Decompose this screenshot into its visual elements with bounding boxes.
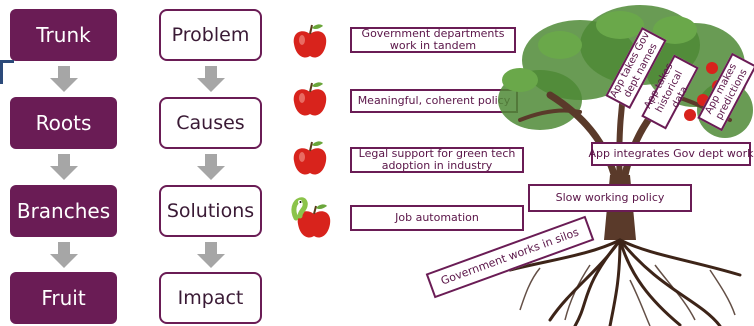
accent-line — [0, 60, 14, 63]
accent-line — [0, 60, 3, 84]
fruit-text-2: Meaningful, coherent policy — [357, 94, 511, 107]
fruit-text-1: Government departments work in tandem — [361, 27, 505, 52]
causes-box: Causes — [159, 97, 262, 149]
branches-box: Branches — [10, 185, 117, 237]
roots-label: Roots — [35, 111, 92, 135]
problem-label: Problem — [171, 24, 250, 46]
down-arrow-icon — [197, 154, 225, 180]
down-arrow-icon — [197, 242, 225, 268]
problem-box: Problem — [159, 9, 262, 61]
causes-label: Causes — [176, 112, 245, 134]
apple-icon — [293, 82, 327, 116]
tree-label-trunk-top: App integrates Gov dept work — [588, 142, 754, 166]
trunk-label: Trunk — [36, 23, 91, 47]
impact-label: Impact — [177, 287, 244, 309]
fruit-text-3: Legal support for green tech adoption in… — [358, 147, 516, 172]
fruit-box: Fruit — [10, 272, 117, 324]
fruit-label: Fruit — [41, 286, 86, 310]
fruit-text-4: Job automation — [395, 211, 479, 224]
tree-label-trunk-problem: Slow working policy — [528, 184, 692, 212]
branches-label: Branches — [16, 199, 111, 223]
solutions-label: Solutions — [166, 200, 255, 222]
wormy-apple-icon — [291, 197, 331, 238]
apple-icon — [293, 24, 327, 58]
fruit-label-2: Meaningful, coherent policy — [350, 89, 518, 113]
down-arrow-icon — [50, 154, 78, 180]
tree-text-trunk-problem: Slow working policy — [555, 191, 665, 204]
fruit-label-3: Legal support for green tech adoption in… — [350, 147, 524, 173]
down-arrow-icon — [50, 66, 78, 92]
solutions-box: Solutions — [159, 185, 262, 237]
impact-box: Impact — [159, 272, 262, 324]
apple-icon — [293, 141, 327, 175]
tree-text-trunk-top: App integrates Gov dept work — [588, 147, 754, 160]
fruit-label-1: Government departments work in tandem — [350, 27, 516, 53]
roots-box: Roots — [10, 97, 117, 149]
down-arrow-icon — [50, 242, 78, 268]
down-arrow-icon — [197, 66, 225, 92]
fruit-label-4: Job automation — [350, 205, 524, 231]
trunk-box: Trunk — [10, 9, 117, 61]
